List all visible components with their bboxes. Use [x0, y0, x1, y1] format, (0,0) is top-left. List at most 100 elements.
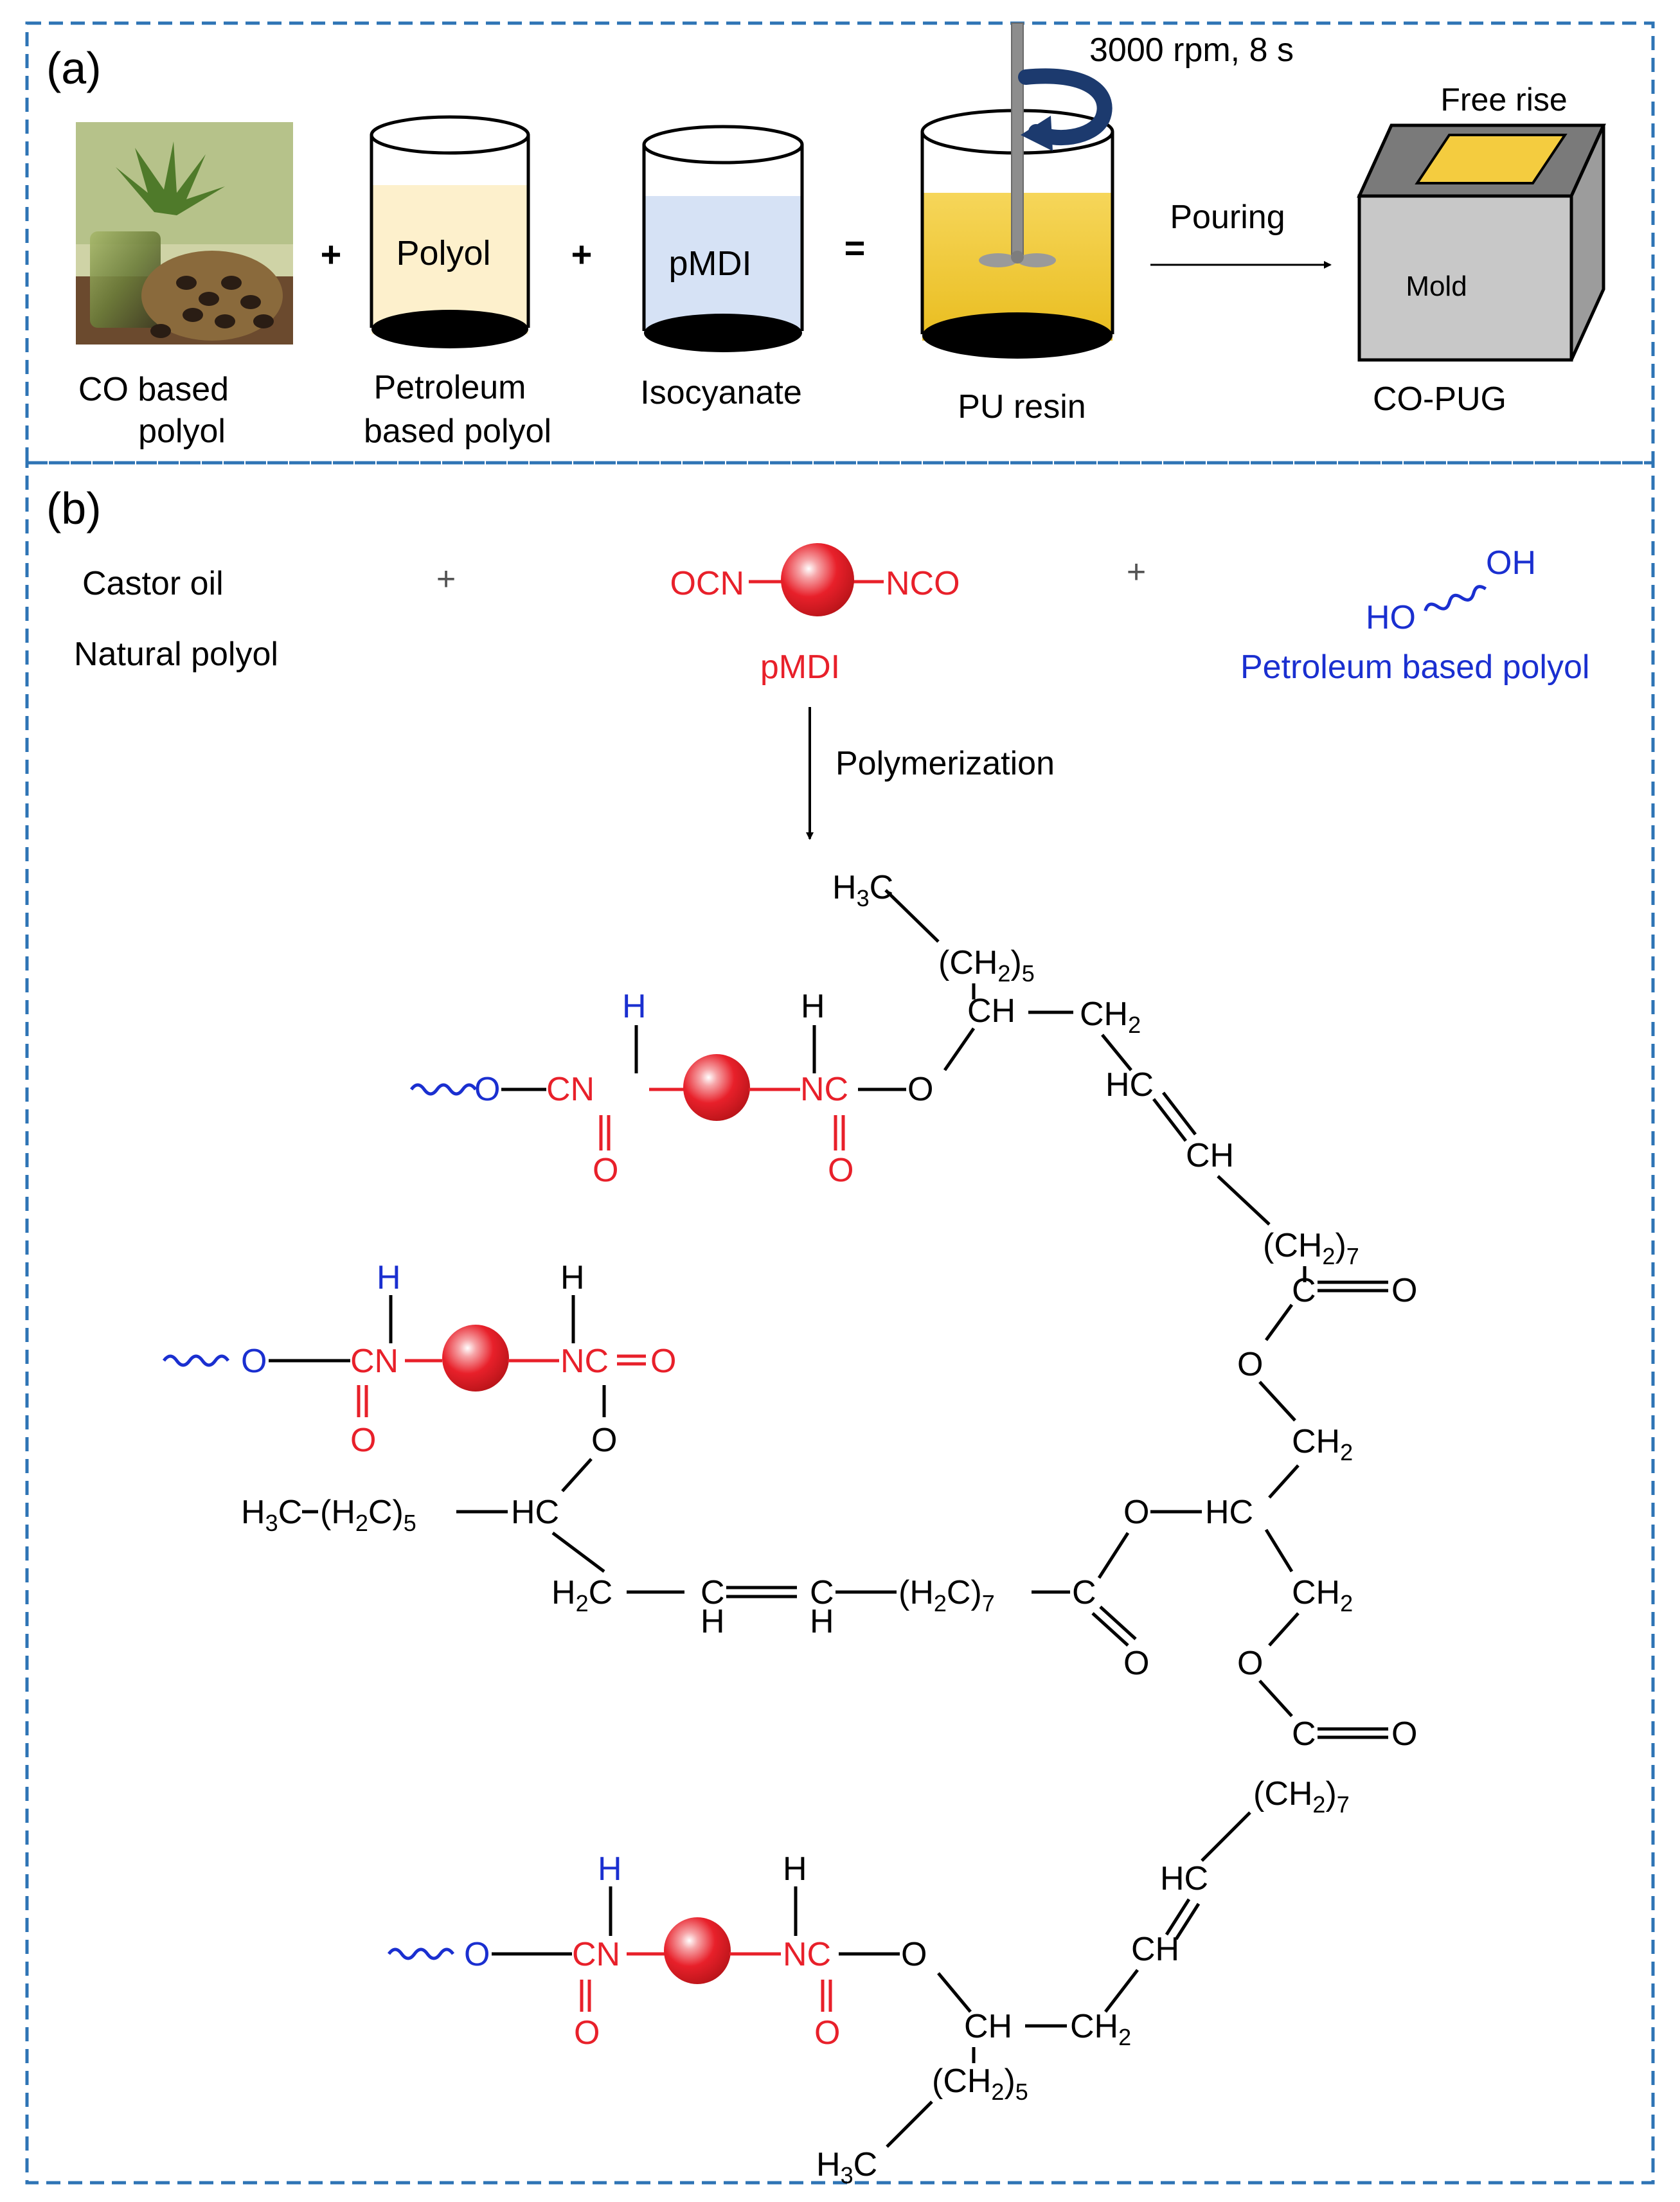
caption-isocyanate: Isocyanate	[640, 374, 802, 411]
polyurethane-product-structure: O CN H O NC H O O	[162, 869, 1417, 2189]
svg-text:O: O	[464, 1936, 490, 1973]
svg-text:CN: CN	[350, 1343, 398, 1380]
nco-group-label: NCO	[886, 565, 960, 602]
natural-polyol-label: Natural polyol	[74, 636, 278, 673]
svg-text:O: O	[901, 1936, 927, 1973]
svg-text:O: O	[593, 1152, 618, 1189]
panel-b-label: (b)	[46, 483, 102, 533]
svg-text:H: H	[377, 1259, 401, 1296]
caption-co-based-line2: polyol	[138, 413, 226, 450]
svg-text:O: O	[474, 1071, 500, 1108]
urethane-arm-bottom: O CN H O NC H O O	[387, 1850, 972, 2052]
svg-text:O: O	[350, 1422, 376, 1459]
panel-a-label: (a)	[46, 43, 102, 93]
svg-text:O: O	[828, 1152, 853, 1189]
mold-label: Mold	[1406, 271, 1467, 302]
castor-oil-label: Castor oil	[82, 565, 224, 602]
svg-text:O: O	[650, 1343, 676, 1380]
caption-co-pug: CO-PUG	[1373, 380, 1506, 418]
ocn-group-label: OCN	[670, 565, 744, 602]
panel-a-frame	[25, 21, 1655, 465]
svg-text:C: C	[810, 1574, 834, 1611]
pmdi-label: pMDI	[760, 649, 840, 686]
svg-text:HC: HC	[511, 1494, 559, 1531]
plus-sign: +	[321, 234, 342, 274]
svg-text:CH2: CH2	[1080, 996, 1141, 1038]
caption-pu-resin: PU resin	[958, 388, 1086, 425]
svg-text:O: O	[814, 2014, 840, 2052]
svg-text:H: H	[810, 1603, 834, 1640]
svg-text:O: O	[1123, 1645, 1149, 1682]
stirrer-shaft	[1011, 22, 1024, 255]
svg-text:O: O	[591, 1422, 617, 1459]
urethane-arm-middle: O CN H O NC H O O	[162, 1259, 676, 1492]
svg-text:(H2C)5: (H2C)5	[320, 1494, 416, 1536]
pmdi-molecule	[749, 543, 884, 616]
svg-text:O: O	[1391, 1715, 1417, 1753]
svg-text:HC: HC	[1105, 1066, 1154, 1104]
svg-text:O: O	[1123, 1494, 1149, 1531]
svg-text:O: O	[1237, 1346, 1263, 1383]
svg-text:H: H	[598, 1850, 622, 1888]
svg-text:CH: CH	[1186, 1137, 1234, 1174]
ho-group-label: HO	[1366, 599, 1416, 636]
rotation-arrow-icon	[1018, 68, 1113, 151]
svg-text:O: O	[574, 2014, 600, 2052]
mold-cube	[1357, 123, 1606, 362]
plus-sign: +	[436, 560, 456, 598]
svg-text:O: O	[241, 1343, 267, 1380]
ricinoleate-chain-top: H3C (CH2)5 CH CH2 HC CH (CH2)7 C O	[832, 869, 1417, 1383]
plus-sign: +	[1127, 553, 1146, 591]
caption-co-based-line1: CO based	[78, 371, 229, 408]
svg-text:O: O	[1237, 1645, 1263, 1682]
svg-text:C: C	[701, 1574, 725, 1611]
caption-petroleum-line1: Petroleum	[374, 369, 526, 406]
svg-text:H: H	[783, 1850, 807, 1888]
glycerol-backbone: CH2 HC O CH2 O C O	[1123, 1381, 1417, 1753]
svg-text:H3C: H3C	[241, 1494, 302, 1536]
mixing-condition-label: 3000 rpm, 8 s	[1089, 31, 1294, 69]
svg-text:HC: HC	[1160, 1860, 1208, 1897]
equals-sign: =	[844, 228, 866, 268]
svg-text:CH2: CH2	[1292, 1423, 1353, 1465]
svg-text:O: O	[907, 1071, 933, 1108]
svg-text:CH2: CH2	[1292, 1574, 1353, 1616]
ricinoleate-chain-middle: H3C (H2C)5 HC H2C C H C H (H2C)7 C	[241, 1494, 1149, 1682]
urethane-arm-top: O CN H O NC H O O	[409, 988, 976, 1189]
svg-text:O: O	[1391, 1272, 1417, 1309]
svg-text:CH: CH	[1131, 1931, 1179, 1968]
svg-text:H: H	[622, 988, 647, 1025]
svg-text:CH: CH	[964, 2008, 1012, 2045]
pmdi-beaker	[642, 125, 804, 352]
polymerization-label: Polymerization	[836, 745, 1055, 782]
svg-text:C: C	[1292, 1272, 1316, 1309]
svg-text:(CH2)7: (CH2)7	[1253, 1775, 1350, 1818]
svg-text:NC: NC	[800, 1071, 848, 1108]
svg-text:(H2C)7: (H2C)7	[898, 1574, 995, 1616]
svg-text:H3C: H3C	[832, 869, 893, 911]
svg-text:NC: NC	[560, 1343, 609, 1380]
svg-text:(CH2)5: (CH2)5	[938, 944, 1035, 987]
svg-text:NC: NC	[783, 1936, 831, 1973]
svg-text:C: C	[1072, 1574, 1096, 1611]
pu-resin-beaker	[920, 22, 1114, 359]
svg-text:H2C: H2C	[551, 1574, 612, 1616]
pouring-label: Pouring	[1170, 199, 1285, 236]
castor-oil-photo	[76, 122, 293, 345]
panel-b-frame	[25, 461, 1655, 2185]
svg-text:C: C	[1292, 1715, 1316, 1753]
svg-text:H: H	[701, 1603, 725, 1640]
polyol-label: Polyol	[396, 234, 490, 273]
panel-b: (b) Castor oil Natural polyol + + OCN NC…	[46, 483, 1589, 2189]
svg-text:CH2: CH2	[1070, 2008, 1131, 2050]
phenyl-core-icon	[781, 543, 854, 616]
svg-text:(CH2)5: (CH2)5	[932, 2063, 1028, 2105]
svg-text:H: H	[801, 988, 825, 1025]
oh-group-label: OH	[1486, 544, 1536, 582]
svg-text:H: H	[560, 1259, 585, 1296]
panel-a: (a) CO based polyol +	[46, 22, 1606, 450]
svg-text:(CH2)7: (CH2)7	[1263, 1227, 1359, 1269]
petroleum-polyol-label: Petroleum based polyol	[1240, 649, 1589, 686]
svg-text:CN: CN	[546, 1071, 594, 1108]
